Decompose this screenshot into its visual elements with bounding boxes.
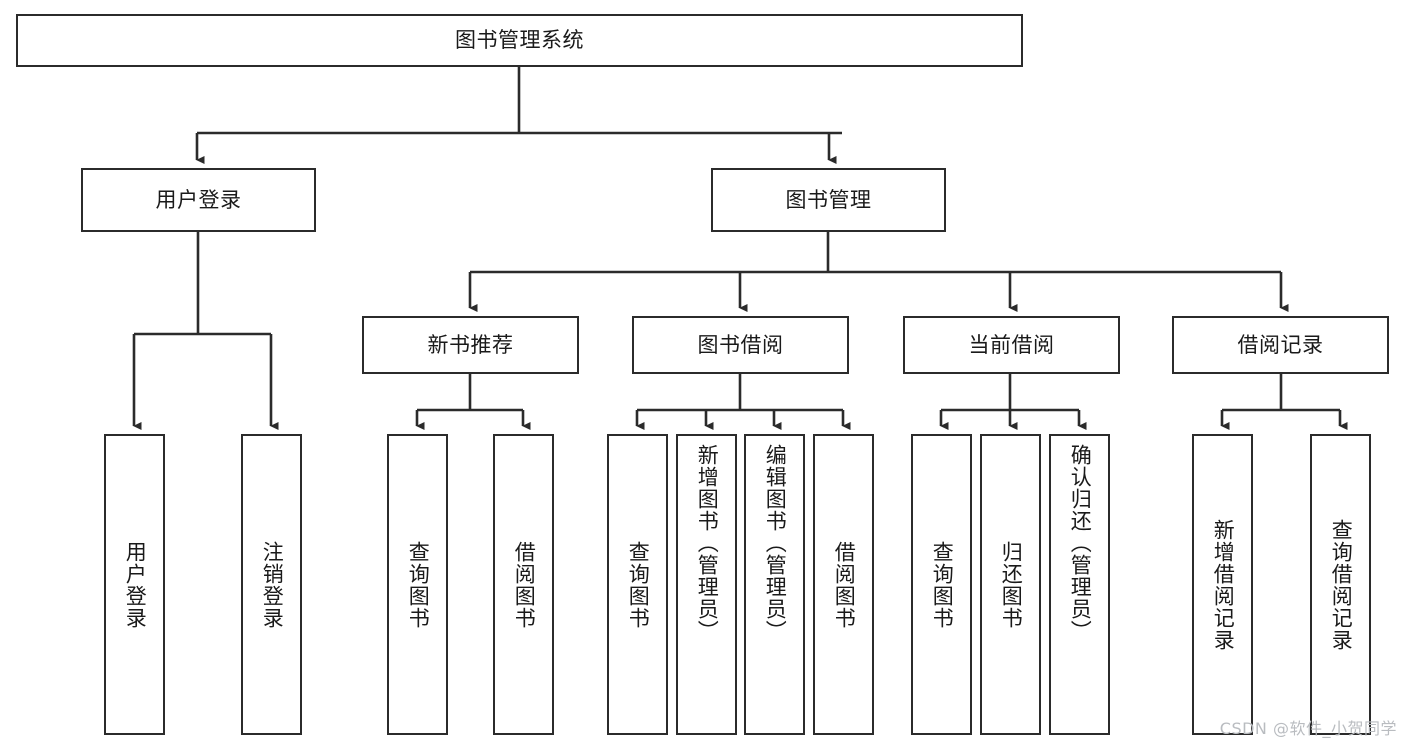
node-leaf-query-book-current[interactable]: 查询图书	[911, 434, 972, 735]
node-leaf-user-login-label: 用户登录	[123, 540, 148, 629]
node-new-book-recommend[interactable]: 新书推荐	[362, 316, 579, 374]
node-leaf-query-book-current-label: 查询图书	[930, 540, 955, 629]
node-user-login[interactable]: 用户登录	[81, 168, 316, 232]
node-leaf-add-borrow-record[interactable]: 新增借阅记录	[1192, 434, 1253, 735]
node-leaf-borrow-book[interactable]: 借阅图书	[813, 434, 874, 735]
node-current-borrow[interactable]: 当前借阅	[903, 316, 1120, 374]
node-leaf-query-book-borrow-label: 查询图书	[626, 540, 651, 629]
node-root-system[interactable]: 图书管理系统	[16, 14, 1023, 67]
node-user-login-label: 用户登录	[155, 187, 242, 212]
node-current-borrow-label: 当前借阅	[968, 332, 1055, 357]
node-leaf-query-borrow-record-label: 查询借阅记录	[1329, 518, 1354, 651]
node-book-management[interactable]: 图书管理	[711, 168, 946, 232]
node-book-borrow-label: 图书借阅	[697, 332, 784, 357]
node-leaf-user-login[interactable]: 用户登录	[104, 434, 165, 735]
node-leaf-return-book[interactable]: 归还图书	[980, 434, 1041, 735]
node-new-book-recommend-label: 新书推荐	[427, 332, 514, 357]
node-leaf-confirm-return-admin[interactable]: 确认归还（管理员）	[1049, 434, 1110, 735]
node-leaf-add-book-admin-label: 新增图书（管理员）	[695, 444, 720, 642]
node-book-management-label: 图书管理	[785, 187, 872, 212]
node-leaf-confirm-return-admin-label: 确认归还（管理员）	[1068, 444, 1093, 642]
node-borrow-record[interactable]: 借阅记录	[1172, 316, 1389, 374]
node-leaf-query-book-borrow[interactable]: 查询图书	[607, 434, 668, 735]
node-leaf-logout[interactable]: 注销登录	[241, 434, 302, 735]
node-leaf-edit-book-admin-label: 编辑图书（管理员）	[763, 444, 788, 642]
node-book-borrow[interactable]: 图书借阅	[632, 316, 849, 374]
node-leaf-borrow-book-recommend[interactable]: 借阅图书	[493, 434, 554, 735]
node-root-system-label: 图书管理系统	[455, 28, 584, 53]
node-leaf-logout-label: 注销登录	[260, 540, 285, 629]
node-leaf-query-book-recommend-label: 查询图书	[406, 540, 431, 629]
node-leaf-add-borrow-record-label: 新增借阅记录	[1211, 518, 1236, 651]
node-leaf-borrow-book-recommend-label: 借阅图书	[512, 540, 537, 629]
node-leaf-return-book-label: 归还图书	[999, 540, 1024, 629]
node-leaf-borrow-book-label: 借阅图书	[832, 540, 857, 629]
node-leaf-query-book-recommend[interactable]: 查询图书	[387, 434, 448, 735]
node-leaf-edit-book-admin[interactable]: 编辑图书（管理员）	[744, 434, 805, 735]
node-borrow-record-label: 借阅记录	[1237, 332, 1324, 357]
node-leaf-add-book-admin[interactable]: 新增图书（管理员）	[676, 434, 737, 735]
node-leaf-query-borrow-record[interactable]: 查询借阅记录	[1310, 434, 1371, 735]
